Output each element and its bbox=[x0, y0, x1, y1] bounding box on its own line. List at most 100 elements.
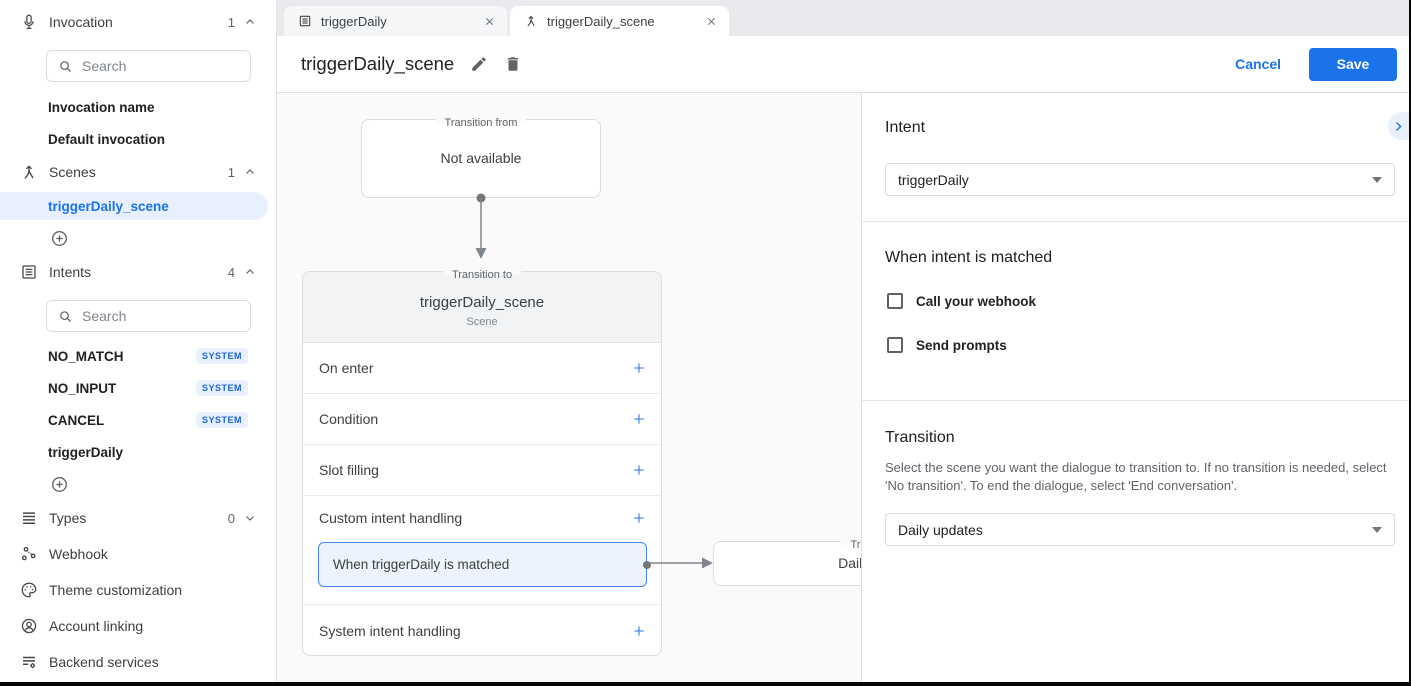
sidebar: Invocation 1 Invocation name Default inv… bbox=[0, 0, 277, 682]
sidebar-item-no-input[interactable]: NO_INPUT SYSTEM bbox=[0, 372, 276, 404]
chevron-up-icon[interactable] bbox=[244, 16, 256, 28]
not-available-text: Not available bbox=[440, 150, 522, 166]
system-badge: SYSTEM bbox=[195, 348, 248, 364]
save-button[interactable]: Save bbox=[1309, 47, 1397, 81]
dropdown-caret-icon bbox=[1372, 176, 1382, 183]
intent-handler-selected[interactable]: When triggerDaily is matched bbox=[318, 542, 651, 587]
sidebar-item-triggerdaily[interactable]: triggerDaily bbox=[48, 444, 124, 460]
collapse-panel-button[interactable] bbox=[1388, 112, 1409, 140]
intent-list-icon bbox=[19, 263, 39, 281]
window-edge-right bbox=[1409, 0, 1411, 686]
search-icon bbox=[58, 59, 73, 74]
page-title: triggerDaily_scene bbox=[301, 53, 455, 74]
section-count: 1 bbox=[227, 164, 235, 180]
scene-fork-icon bbox=[524, 14, 538, 28]
cancel-button[interactable]: Cancel bbox=[1235, 56, 1281, 72]
node-legend: Transition from bbox=[362, 113, 600, 131]
sidebar-item-triggerdaily-scene[interactable]: triggerDaily_scene bbox=[0, 192, 268, 220]
main-area: triggerDaily triggerDaily_scene triggerD… bbox=[277, 0, 1409, 682]
intent-icon bbox=[298, 14, 312, 28]
scene-node-title: triggerDaily_scene bbox=[419, 294, 545, 311]
add-scene-button[interactable] bbox=[50, 229, 69, 248]
sidebar-item-default-invocation[interactable]: Default invocation bbox=[48, 131, 166, 147]
transition-select-value: Daily updates bbox=[898, 521, 983, 538]
invocation-search[interactable] bbox=[46, 50, 251, 82]
tab-label: triggerDaily bbox=[321, 13, 387, 29]
add-plus-icon[interactable] bbox=[631, 411, 647, 427]
microphone-icon bbox=[19, 13, 39, 31]
search-icon bbox=[58, 309, 73, 324]
checkbox-unchecked[interactable] bbox=[887, 337, 903, 353]
sidebar-item-backend-services[interactable]: Backend services bbox=[0, 646, 276, 678]
chevron-up-icon[interactable] bbox=[244, 266, 256, 278]
sidebar-section-types[interactable]: Types 0 bbox=[0, 502, 276, 534]
scene-node: Transition to triggerDaily_scene Scene O… bbox=[302, 269, 662, 657]
matched-heading: When intent is matched bbox=[885, 249, 1053, 266]
sidebar-item-theme-customization[interactable]: Theme customization bbox=[0, 574, 276, 606]
account-circle-icon bbox=[19, 617, 39, 635]
webhook-icon bbox=[19, 545, 39, 563]
scene-node-subtitle: Scene bbox=[466, 316, 498, 328]
types-lines-icon bbox=[19, 509, 39, 527]
connector-arrow-right bbox=[648, 557, 713, 569]
add-intent-button[interactable] bbox=[50, 475, 69, 494]
tab-label: triggerDaily_scene bbox=[547, 13, 655, 29]
add-plus-icon[interactable] bbox=[631, 623, 647, 639]
sidebar-item-invocation-name[interactable]: Invocation name bbox=[48, 99, 155, 115]
section-count: 1 bbox=[227, 14, 235, 30]
section-count: 0 bbox=[227, 510, 235, 526]
window-edge-bottom bbox=[0, 682, 1411, 686]
add-plus-icon[interactable] bbox=[631, 360, 647, 376]
scene-row-condition[interactable]: Condition bbox=[303, 394, 661, 445]
transition-select[interactable]: Daily updates bbox=[885, 513, 1395, 546]
services-gear-icon bbox=[19, 653, 39, 671]
transition-heading: Transition bbox=[885, 429, 955, 446]
intent-select[interactable]: triggerDaily bbox=[885, 163, 1395, 196]
call-webhook-checkbox-row[interactable]: Call your webhook bbox=[887, 289, 1036, 313]
add-plus-icon[interactable] bbox=[631, 510, 647, 526]
sidebar-item-cancel[interactable]: CANCEL SYSTEM bbox=[0, 404, 276, 436]
connector-arrow-down bbox=[475, 193, 487, 259]
checkbox-unchecked[interactable] bbox=[887, 293, 903, 309]
delete-trash-icon[interactable] bbox=[504, 55, 522, 73]
intents-search[interactable] bbox=[46, 300, 251, 332]
palette-icon bbox=[19, 581, 39, 599]
edit-pencil-icon[interactable] bbox=[470, 55, 488, 73]
divider bbox=[862, 221, 1409, 222]
scene-row-slot-filling[interactable]: Slot filling bbox=[303, 445, 661, 496]
custom-intent-handling-header[interactable]: Custom intent handling bbox=[303, 496, 661, 540]
section-label: Scenes bbox=[49, 164, 96, 180]
scene-row-on-enter[interactable]: On enter bbox=[303, 343, 661, 394]
send-prompts-checkbox-row[interactable]: Send prompts bbox=[887, 333, 1007, 357]
add-plus-icon[interactable] bbox=[631, 462, 647, 478]
section-label: Invocation bbox=[49, 14, 113, 30]
intent-details-panel: Intent triggerDaily When intent is match… bbox=[861, 93, 1409, 682]
transition-description: Select the scene you want the dialogue t… bbox=[885, 460, 1387, 493]
dropdown-caret-icon bbox=[1372, 526, 1382, 533]
sidebar-item-webhook[interactable]: Webhook bbox=[0, 538, 276, 570]
close-icon[interactable] bbox=[484, 16, 495, 27]
chevron-up-icon[interactable] bbox=[244, 166, 256, 178]
scene-fork-icon bbox=[19, 163, 39, 181]
section-label: Intents bbox=[49, 264, 92, 280]
sidebar-item-account-linking[interactable]: Account linking bbox=[0, 610, 276, 642]
tab-triggerdaily[interactable]: triggerDaily bbox=[284, 6, 507, 36]
search-input[interactable] bbox=[82, 58, 222, 74]
section-count: 4 bbox=[227, 264, 235, 280]
close-icon[interactable] bbox=[706, 16, 717, 27]
page-header: triggerDaily_scene Cancel Save bbox=[277, 36, 1409, 93]
search-input[interactable] bbox=[82, 308, 222, 324]
system-badge: SYSTEM bbox=[195, 380, 248, 396]
section-label: Types bbox=[49, 510, 87, 526]
connector-joint bbox=[643, 560, 651, 569]
scene-canvas: Transition from Not available Transition… bbox=[277, 93, 1409, 682]
sidebar-section-scenes[interactable]: Scenes 1 bbox=[0, 156, 276, 188]
scene-row-system-intent-handling[interactable]: System intent handling bbox=[303, 605, 661, 657]
sidebar-section-invocation[interactable]: Invocation 1 bbox=[0, 6, 276, 38]
chevron-down-icon[interactable] bbox=[244, 512, 256, 524]
tab-triggerdaily-scene[interactable]: triggerDaily_scene bbox=[510, 6, 729, 36]
sidebar-section-intents[interactable]: Intents 4 bbox=[0, 256, 276, 288]
transition-from-node: Transition from Not available bbox=[361, 117, 601, 198]
sidebar-item-no-match[interactable]: NO_MATCH SYSTEM bbox=[0, 340, 276, 372]
